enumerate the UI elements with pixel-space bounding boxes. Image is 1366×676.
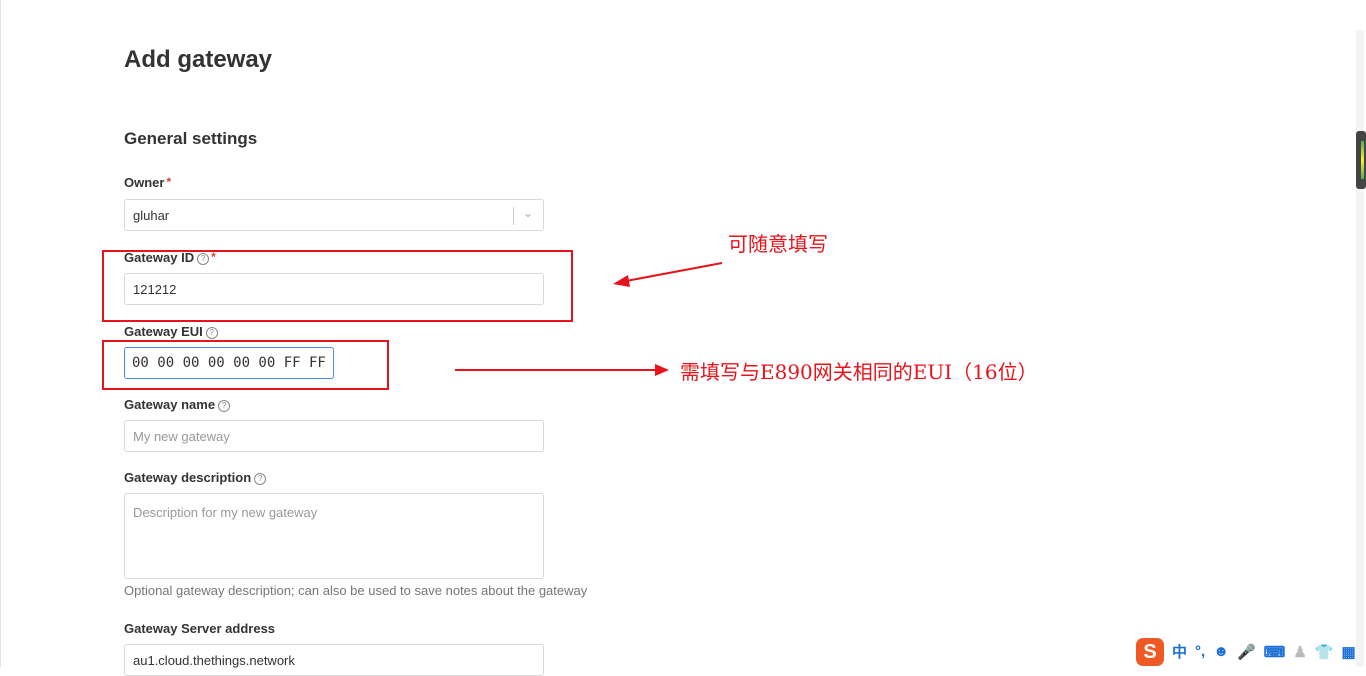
annotation-box-eui bbox=[102, 340, 389, 390]
gateway-eui-label: Gateway EUI? bbox=[124, 324, 218, 339]
annotation-eui-note: 需填写与E890网关相同的EUI（16位） bbox=[680, 360, 1038, 384]
gateway-description-textarea[interactable]: Description for my new gateway bbox=[124, 493, 544, 579]
punctuation-toggle[interactable]: °, bbox=[1195, 643, 1206, 660]
owner-value: gluhar bbox=[133, 207, 170, 223]
server-address-label: Gateway Server address bbox=[124, 621, 276, 636]
owner-select[interactable]: gluhar ⌄ bbox=[124, 199, 544, 231]
annotation-id-note: 可随意填写 bbox=[728, 232, 828, 256]
gateway-name-input[interactable]: My new gateway bbox=[124, 420, 544, 452]
arrow-head-eui bbox=[655, 364, 669, 376]
section-title: General settings bbox=[124, 129, 258, 148]
help-icon[interactable]: ? bbox=[254, 472, 267, 485]
ime-mode-toggle[interactable]: 中 bbox=[1172, 644, 1188, 661]
scrollbar-track[interactable] bbox=[1356, 30, 1364, 667]
apps-icon[interactable]: ▦ bbox=[1341, 643, 1356, 661]
skin-icon[interactable]: 👕 bbox=[1314, 643, 1334, 661]
placeholder: Description for my new gateway bbox=[133, 505, 318, 520]
gateway-id-value: 121212 bbox=[133, 281, 177, 297]
gateway-eui-value: 00 00 00 00 00 00 FF FF bbox=[132, 355, 326, 371]
page-border bbox=[0, 0, 1, 667]
help-icon[interactable]: ? bbox=[205, 326, 218, 339]
gateway-id-label: Gateway ID?* bbox=[124, 250, 216, 265]
help-icon[interactable]: ? bbox=[197, 252, 210, 265]
emoji-icon[interactable]: ☻ bbox=[1213, 643, 1229, 660]
keyboard-icon[interactable]: ⌨ bbox=[1263, 643, 1286, 661]
server-address-value: au1.cloud.thethings.network bbox=[133, 652, 295, 668]
gateway-id-input[interactable]: 121212 bbox=[124, 273, 544, 305]
user-icon[interactable]: ♟ bbox=[1293, 643, 1307, 661]
scrollbar-thumb[interactable] bbox=[1356, 131, 1366, 189]
owner-label: Owner* bbox=[124, 175, 172, 190]
gateway-name-label: Gateway name? bbox=[124, 397, 231, 412]
microphone-icon[interactable]: 🎤 bbox=[1236, 643, 1256, 661]
arrow-line-id bbox=[625, 262, 723, 282]
annotation-box-id bbox=[102, 250, 573, 322]
gateway-description-label: Gateway description? bbox=[124, 470, 267, 485]
description-hint: Optional gateway description; can also b… bbox=[124, 583, 588, 598]
select-divider bbox=[513, 207, 514, 225]
arrow-head-id bbox=[613, 275, 630, 287]
placeholder: My new gateway bbox=[133, 428, 230, 444]
sogou-logo[interactable]: S bbox=[1136, 637, 1164, 666]
page-title: Add gateway bbox=[124, 46, 273, 73]
help-icon[interactable]: ? bbox=[218, 399, 231, 412]
chevron-down-icon[interactable]: ⌄ bbox=[522, 206, 533, 220]
gateway-eui-input[interactable]: 00 00 00 00 00 00 FF FF bbox=[124, 347, 334, 379]
ime-toolbar: S 中 °, ☻ 🎤 ⌨ ♟ 👕 ▦ bbox=[1136, 636, 1364, 667]
